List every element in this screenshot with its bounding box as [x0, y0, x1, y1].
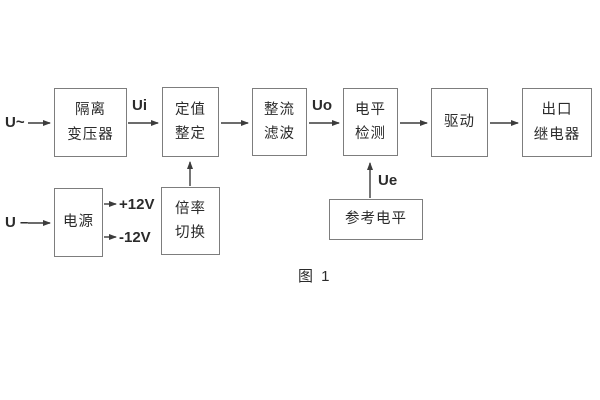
input-label-ac-voltage: U~: [5, 114, 25, 131]
rail-label-minus-12v: -12V: [119, 229, 151, 246]
block-power-supply: 电源: [54, 188, 103, 257]
block-reference-level: 参考电平: [329, 199, 423, 240]
block-label: 切换: [175, 225, 206, 241]
block-setting-adjustment: 定值 整定: [162, 87, 219, 157]
block-label: 定值: [175, 101, 206, 118]
block-label: 驱动: [444, 114, 475, 131]
block-level-detection: 电平 检测: [343, 88, 398, 156]
block-label: 整流: [264, 101, 295, 118]
block-ratio-switch: 倍率 切换: [161, 187, 220, 255]
block-output-relay: 出口 继电器: [522, 88, 592, 157]
block-label: 继电器: [533, 126, 581, 143]
block-label: 整定: [175, 126, 206, 142]
signal-label-ue: Ue: [378, 172, 398, 189]
block-label: 检测: [355, 126, 386, 142]
block-driver: 驱动: [431, 88, 488, 157]
block-label: 变压器: [67, 126, 114, 143]
figure-caption: 图 1: [298, 268, 332, 285]
signal-label-uo: Uo: [312, 97, 332, 114]
block-rectifier-filter: 整流 滤波: [252, 88, 307, 156]
block-label: 参考电平: [345, 211, 407, 228]
block-label: 隔离: [75, 102, 106, 118]
block-label: 倍率: [175, 200, 206, 217]
block-isolation-transformer: 隔离 变压器: [54, 88, 127, 157]
rail-label-plus-12v: +12V: [119, 196, 155, 213]
signal-label-ui: Ui: [132, 97, 147, 114]
input-label-dc-voltage: U –: [5, 214, 29, 231]
block-label: 电源: [63, 214, 94, 231]
block-label: 出口: [541, 102, 573, 118]
block-label: 电平: [355, 101, 386, 118]
block-label: 滤波: [264, 126, 295, 142]
